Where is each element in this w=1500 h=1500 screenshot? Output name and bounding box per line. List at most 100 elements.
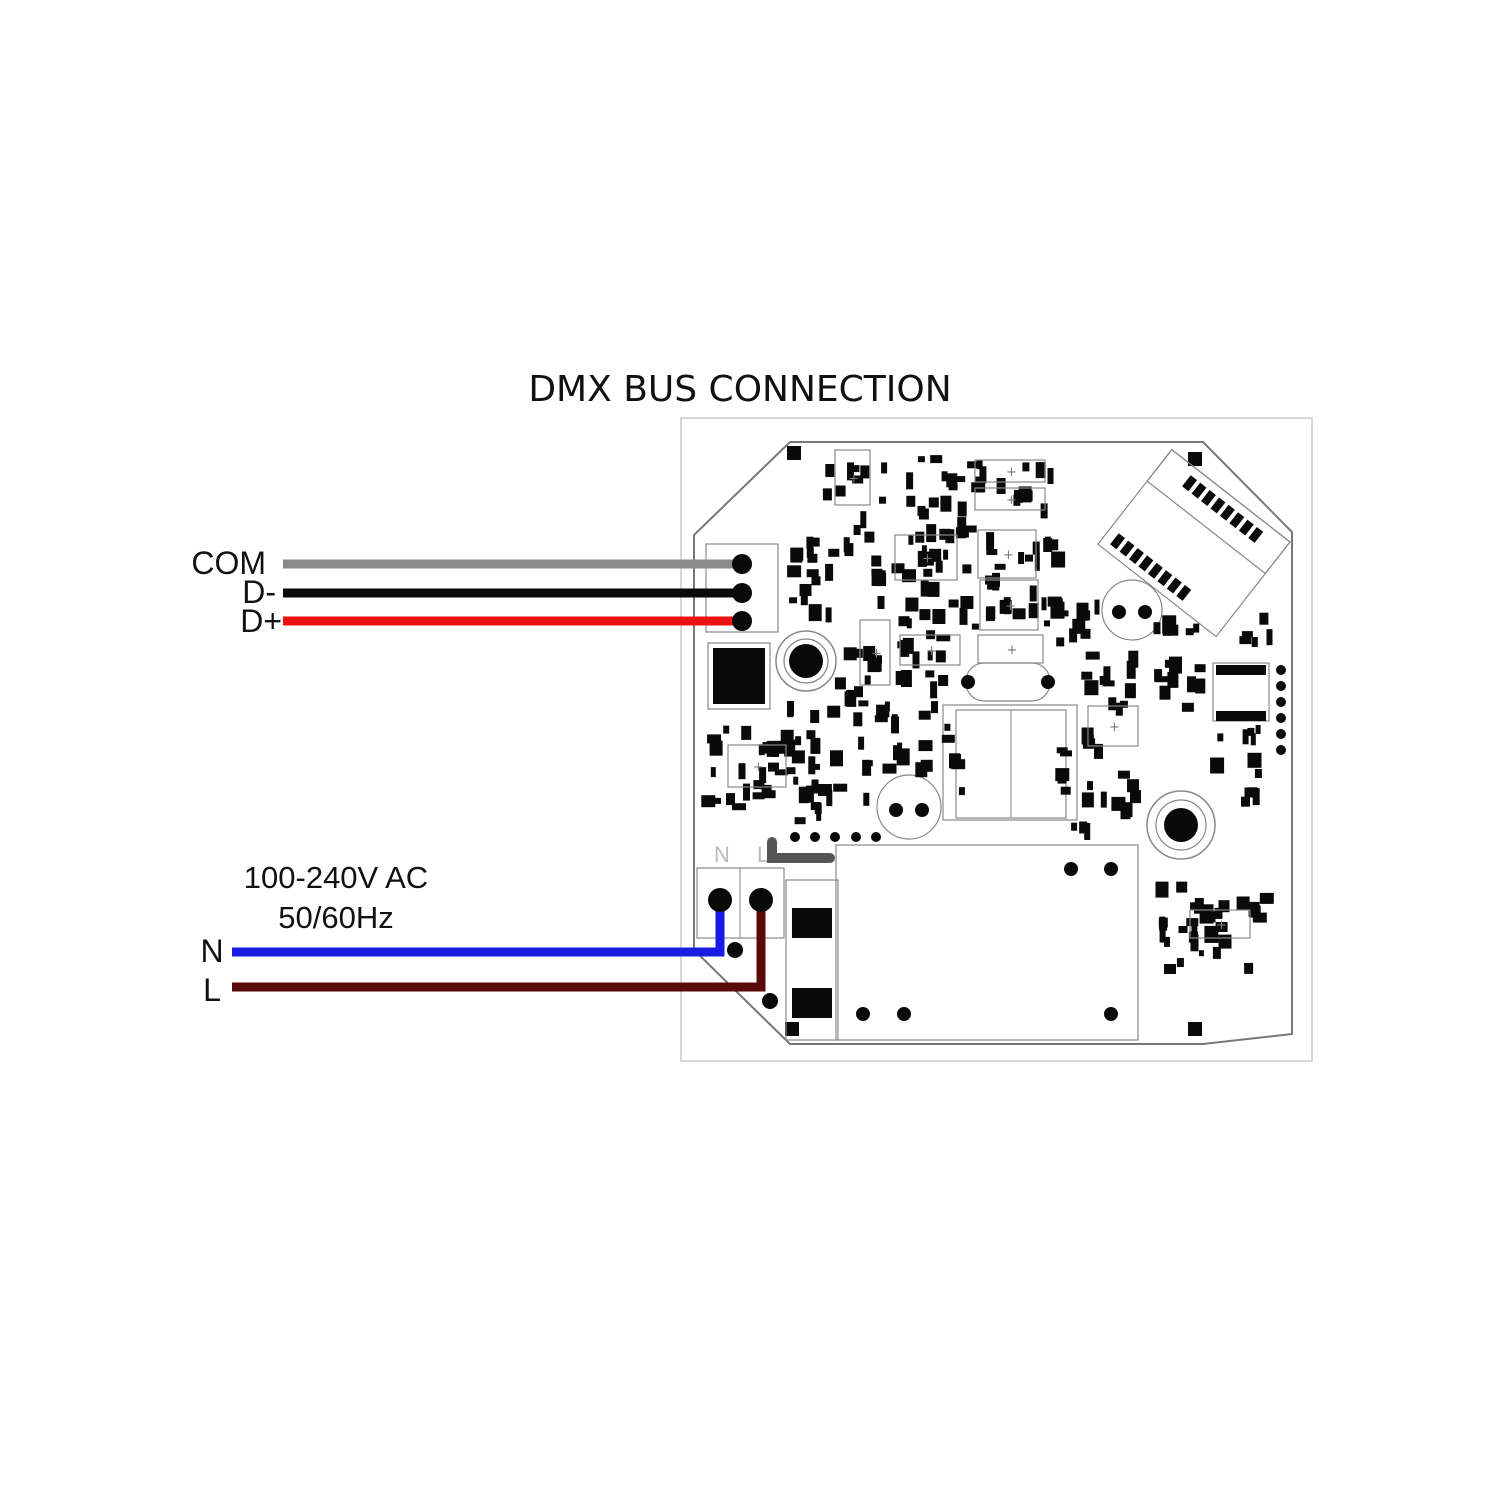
smd-pad: [1003, 597, 1011, 615]
smd-pad: [1056, 637, 1065, 647]
smd-pad: [960, 596, 974, 609]
silkscreen-outline: [974, 459, 1046, 483]
smd-pad: [828, 548, 840, 557]
smd-pad: [814, 803, 822, 815]
smd-pad: [864, 531, 875, 543]
smd-pad: [810, 710, 820, 723]
smd-pad: [752, 792, 765, 800]
diagram-title: DMX BUS CONNECTION: [528, 369, 951, 410]
smd-pad: [1159, 685, 1171, 700]
smd-pad: [825, 607, 832, 623]
smd-pad: [900, 670, 912, 687]
smd-pad: [1103, 666, 1111, 685]
smd-pad: [891, 714, 898, 730]
smd-pad: [1120, 802, 1131, 820]
smd-pad: [1187, 676, 1196, 693]
smd-pad: [921, 545, 927, 558]
mains-wires: 100-240V AC 50/60Hz N L: [200, 860, 778, 1009]
smd-pad: [851, 648, 863, 658]
polarity-mark: +: [1005, 599, 1016, 614]
smd-pad: [971, 623, 979, 630]
smd-pad: [868, 660, 882, 672]
smd-pad: [1128, 650, 1139, 668]
smd-components: ++++++++++++: [701, 449, 1274, 974]
silkscreen-outline: [979, 579, 1039, 631]
smd-pad: [1176, 958, 1184, 967]
smd-pad: [996, 478, 1006, 494]
smd-pad: [873, 575, 880, 586]
smd-pad: [931, 701, 938, 714]
smd-pad: [925, 670, 935, 678]
smd-pad: [1081, 792, 1094, 808]
smd-pad: [1085, 738, 1096, 748]
smd-pad: [791, 750, 805, 764]
smd-pad: [1190, 934, 1199, 952]
smd-pad: [1250, 733, 1256, 746]
smd-pad: [1251, 637, 1258, 647]
smd-pad: [1242, 729, 1249, 745]
smd-pad: [1119, 700, 1128, 708]
smd-pad: [1204, 925, 1219, 943]
smd-pad: [1203, 904, 1214, 914]
smd-pad: [741, 725, 752, 740]
smd-pad: [786, 767, 796, 775]
smd-pad: [1041, 597, 1047, 611]
smd-pad: [1072, 618, 1086, 634]
smd-pad: [1212, 946, 1221, 959]
smd-pad: [976, 460, 983, 470]
smd-pad: [738, 763, 746, 780]
smd-pad: [920, 580, 929, 597]
smd-pad: [902, 569, 916, 583]
smd-pad: [1214, 907, 1223, 919]
smd-pad: [915, 762, 928, 778]
smd-pad: [872, 655, 882, 664]
mounting-hole: [1146, 790, 1216, 860]
smd-pad: [1164, 964, 1176, 974]
smd-pad: [1099, 675, 1107, 685]
smd-pad: [915, 531, 925, 543]
smd-pad: [926, 524, 937, 543]
smd-pad: [807, 553, 818, 563]
smd-pad: [994, 563, 1006, 570]
smd-pad: [906, 472, 914, 490]
smd-pad: [1244, 787, 1257, 798]
smd-pad: [822, 488, 832, 501]
smd-pad: [863, 792, 870, 806]
smd-pad: [707, 734, 722, 744]
silkscreen-outline: [727, 744, 787, 788]
smd-pad: [1087, 781, 1093, 791]
smd-pad: [1055, 768, 1070, 782]
pcb-board: N L ++++++++++++: [693, 441, 1293, 1045]
smd-pad: [949, 754, 961, 768]
smd-pad: [853, 712, 863, 727]
smd-pad: [1154, 676, 1169, 683]
smd-pad: [918, 508, 929, 520]
smd-pad: [1025, 554, 1033, 562]
smd-pad: [986, 606, 996, 620]
smd-pad: [1127, 779, 1139, 793]
mounting-hole: [775, 630, 837, 692]
smd-pad: [862, 759, 872, 776]
smd-pad: [900, 639, 910, 657]
smd-pad: [1108, 697, 1117, 711]
smd-pad: [789, 597, 798, 604]
smd-pad: [986, 532, 995, 551]
smd-pad: [846, 689, 857, 707]
smd-pad: [1047, 468, 1054, 484]
smd-pad: [898, 616, 910, 627]
smd-pad: [1126, 660, 1136, 679]
smd-pad: [923, 551, 934, 566]
smd-pad: [1054, 610, 1069, 617]
smd-pad: [810, 737, 821, 754]
smd-pad: [967, 461, 979, 469]
smd-pad: [918, 740, 933, 752]
smd-pad: [863, 760, 873, 767]
smd-pad: [958, 787, 965, 796]
wire-label-com: COM: [191, 545, 266, 581]
power-frequency-label: 50/60Hz: [278, 900, 393, 935]
smd-pad: [1185, 628, 1194, 636]
smd-pad: [1191, 925, 1198, 932]
smd-pad: [768, 762, 779, 772]
smd-pad: [817, 784, 832, 796]
